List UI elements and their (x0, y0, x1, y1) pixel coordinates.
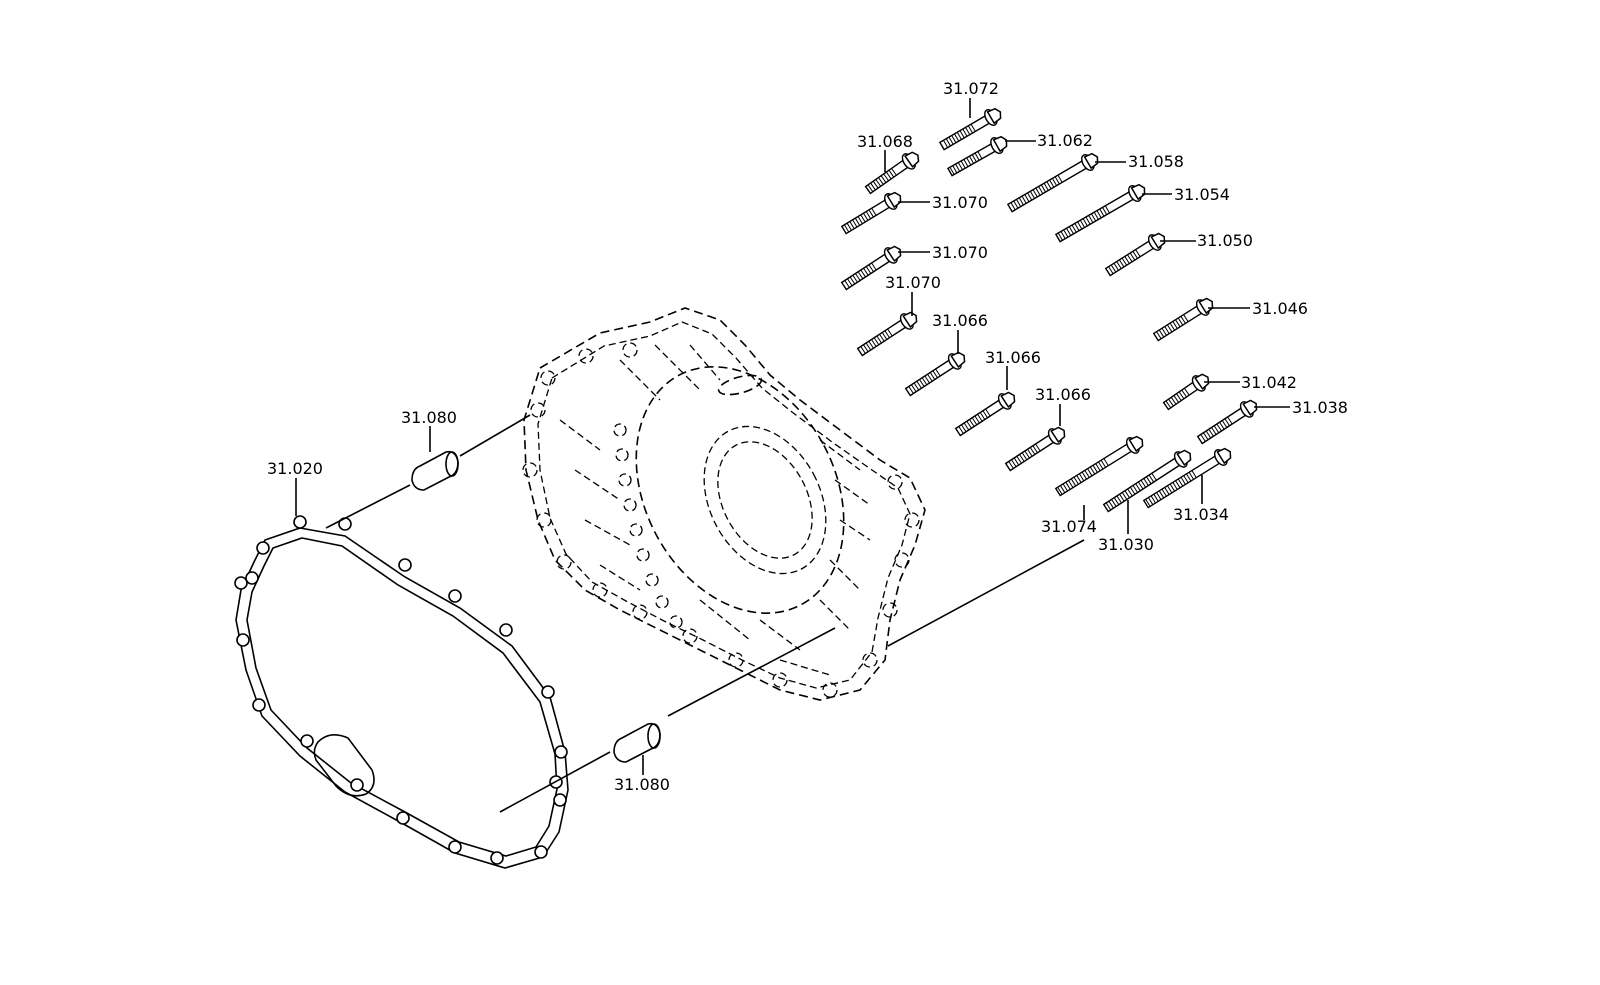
label-31-066-c: 31.066 (1035, 385, 1091, 404)
bolt-31-038 (1196, 399, 1258, 445)
label-31-080-bottom: 31.080 (614, 775, 670, 794)
bolt-31-058 (1006, 152, 1099, 213)
label-31-034: 31.034 (1173, 505, 1229, 524)
label-31-030: 31.030 (1098, 535, 1154, 554)
label-31-062: 31.062 (1037, 131, 1093, 150)
bolt-31-066-a (904, 351, 966, 397)
leader-lines (295, 98, 1290, 775)
label-31-020: 31.020 (267, 459, 323, 478)
label-31-070-b: 31.070 (932, 243, 988, 262)
label-31-054: 31.054 (1174, 185, 1230, 204)
bolt-31-066-b (954, 391, 1016, 437)
label-31-068: 31.068 (857, 132, 913, 151)
label-31-070-c: 31.070 (885, 273, 941, 292)
label-31-074: 31.074 (1041, 517, 1097, 536)
label-31-072: 31.072 (943, 79, 999, 98)
bolt-31-070-a (840, 191, 902, 235)
bolt-31-066-c (1004, 426, 1066, 472)
bolts-group (840, 107, 1258, 513)
label-31-046: 31.046 (1252, 299, 1308, 318)
label-31-050: 31.050 (1197, 231, 1253, 250)
dowel-sleeve-bottom (613, 722, 661, 763)
label-31-066-b: 31.066 (985, 348, 1041, 367)
bolt-31-062 (946, 135, 1008, 177)
gasket-31-020 (234, 515, 569, 869)
bolt-31-042 (1162, 373, 1210, 411)
label-31-038: 31.038 (1292, 398, 1348, 417)
label-31-042: 31.042 (1241, 373, 1297, 392)
bolt-31-070-b (840, 245, 902, 291)
bolt-31-046 (1152, 297, 1214, 342)
label-31-080-top: 31.080 (401, 408, 457, 427)
label-31-066-a: 31.066 (932, 311, 988, 330)
part-labels: 31.072 31.068 31.062 31.058 31.070 31.05… (267, 79, 1348, 794)
bolt-31-074 (1054, 435, 1144, 497)
label-31-058: 31.058 (1128, 152, 1184, 171)
dowel-sleeve-top (411, 450, 459, 491)
bolt-31-050 (1104, 232, 1166, 277)
bolt-31-070-c (856, 311, 918, 357)
bolt-31-068 (864, 151, 920, 195)
bolt-31-030 (1102, 449, 1192, 513)
bolt-31-034 (1142, 447, 1232, 509)
label-31-070-a: 31.070 (932, 193, 988, 212)
bolt-31-072 (938, 107, 1002, 151)
transmission-housing (522, 307, 926, 701)
assembly-lines (325, 414, 1085, 813)
bolt-31-054 (1054, 183, 1146, 243)
